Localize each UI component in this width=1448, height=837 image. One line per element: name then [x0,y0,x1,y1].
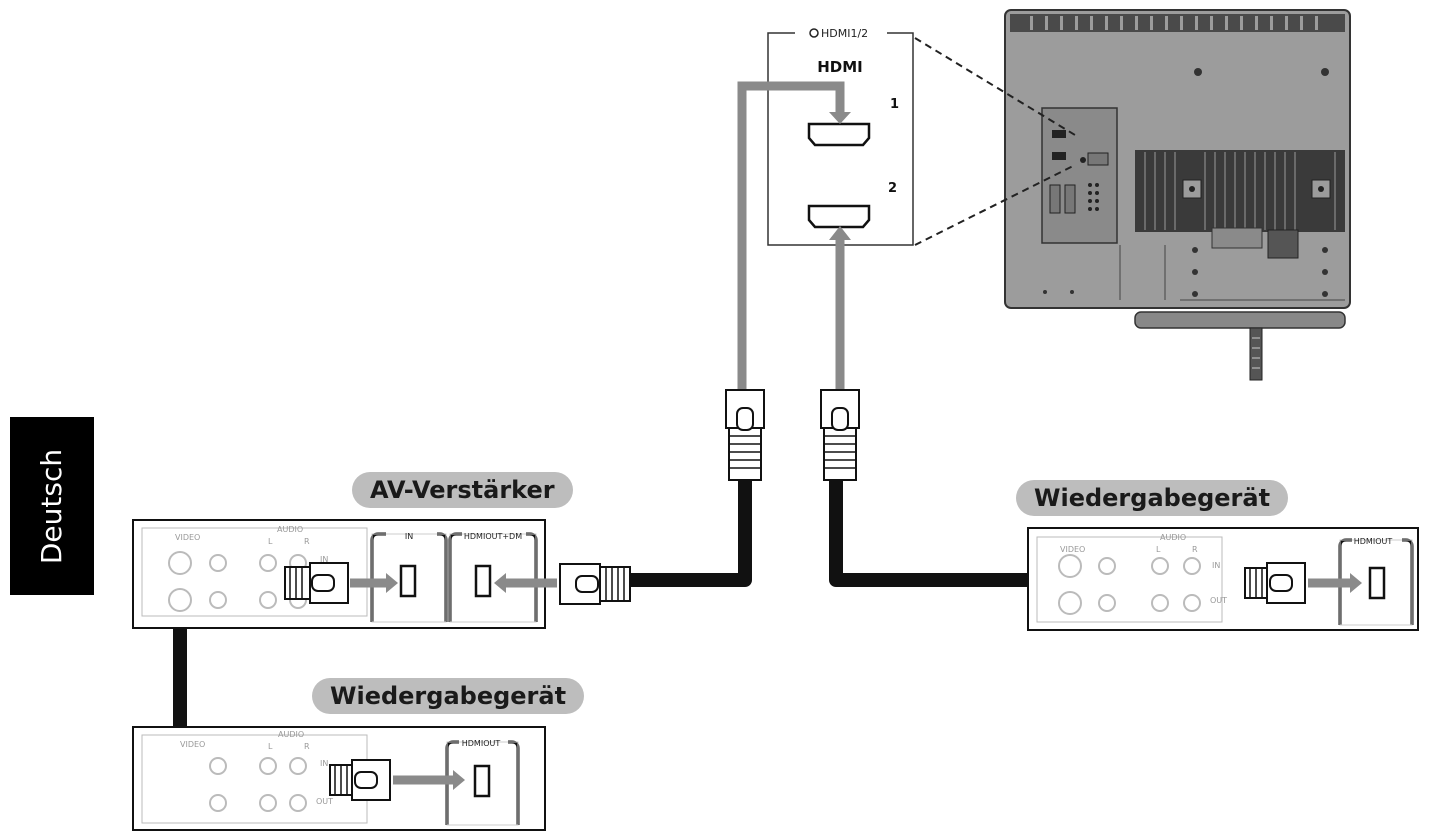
player-right-audio-label: AUDIO [1160,533,1186,542]
hdmi-port-2-number: 2 [888,181,897,196]
hdmi-port-1-number: 1 [890,97,899,112]
av-receiver-hdmi-out-label: HDMIOUT+DM [464,532,522,541]
player-bottom-audio-label: AUDIO [278,730,304,739]
hdmi-plug-into-receiver-out [559,563,631,605]
av-receiver-label: AV-Verstärker [352,472,573,508]
player-bottom-label: Wiedergabegerät [312,678,585,714]
player-right-out-label: OUT [1210,596,1227,605]
flow-arrow-to-port-1 [737,81,845,390]
hdmi-plug-to-port-2 [820,389,860,481]
av-receiver-audio-label: AUDIO [277,525,303,534]
cable-receiver-to-tv [630,478,752,587]
hdmi-plug-into-player-right [1244,562,1306,604]
hdmi-logo: HDMI [817,58,863,76]
tv-rear [1004,9,1351,381]
zoom-line-bottom [914,164,1076,246]
flow-arrowhead-player-bottom [453,770,465,790]
player-bottom-device: VIDEO AUDIO L R IN OUT HDMIOUT [132,726,546,831]
player-right-hdmi-port-icon [1368,566,1386,600]
player-bottom-audio-r-label: R [304,742,310,751]
flow-arrowhead-receiver-in [386,573,398,593]
player-right-audio-l-label: L [1156,545,1161,554]
av-receiver-analog-in-label: IN [320,555,328,564]
av-receiver-audio-l-label: L [268,537,273,546]
player-bottom-out-label: OUT [316,797,333,806]
player-bottom-hdmi-port-icon [473,764,491,798]
hdmi-plug-into-player-bottom [329,759,391,801]
player-bottom-video-label: VIDEO [180,740,205,749]
player-bottom-in-label: IN [320,759,328,768]
flow-arrowhead-player-right [1350,573,1362,593]
player-right-audio-r-label: R [1192,545,1198,554]
hdmi-plug-to-port-1 [725,389,765,481]
av-receiver-hdmi-in-port-icon [399,564,417,598]
flow-arrowhead-port-2 [829,226,851,240]
hdmi-panel-header: HDMI1/2 [821,27,868,40]
player-right-device: VIDEO AUDIO L R IN OUT HDMIOUT [1027,527,1419,631]
hdmi-panel: HDMI1/2 HDMI 1 2 [767,26,914,246]
av-receiver-hdmi-in-label: IN [405,532,413,541]
hdmi-plug-into-receiver-in [284,562,349,604]
hdmi-port-1-icon [807,122,871,147]
av-receiver-audio-r-label: R [304,537,310,546]
player-right-hdmi-out-label: HDMIOUT [1354,537,1393,546]
hdmi-port-2-icon [807,204,871,229]
player-right-label: Wiedergabegerät [1016,480,1289,516]
player-bottom-hdmi-out-label: HDMIOUT [462,739,501,748]
player-right-in-label: IN [1212,561,1220,570]
hdmi-connector-symbol-icon [809,28,819,38]
av-receiver-hdmi-out-port-icon [474,564,492,598]
flow-arrowhead-port-1 [829,112,851,124]
flow-arrowhead-receiver-out [494,573,506,593]
player-bottom-audio-l-label: L [268,742,273,751]
language-tab: Deutsch [10,417,94,595]
av-receiver-video-label: VIDEO [175,533,200,542]
player-right-video-label: VIDEO [1060,545,1085,554]
